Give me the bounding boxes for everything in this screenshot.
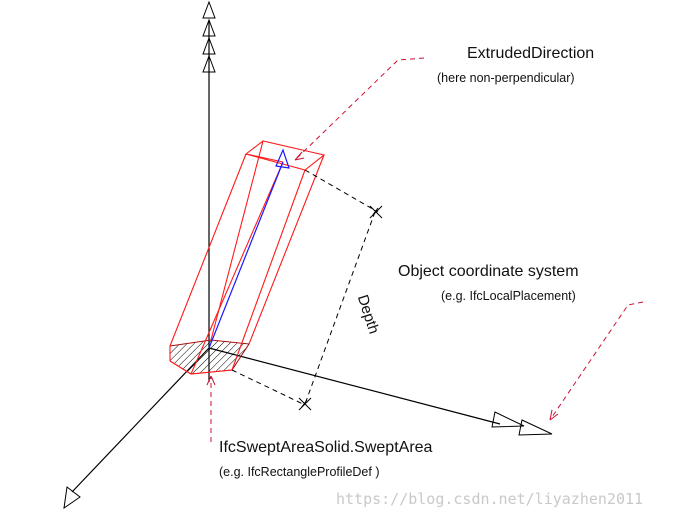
swept-area-note: (e.g. IfcRectangleProfileDef ) [219, 465, 380, 479]
leader-object-coordinate-system [549, 301, 644, 421]
watermark: https://blog.csdn.net/liyazhen2011 [336, 490, 644, 508]
swept-area-label: IfcSweptAreaSolid.SweptArea [219, 439, 433, 456]
axis-arrow-icon [202, 0, 216, 73]
y-axis [63, 347, 210, 510]
depth-dimension [231, 169, 383, 411]
object-coordinate-system-note: (e.g. IfcLocalPlacement) [441, 289, 576, 303]
extruded-direction-note: (here non-perpendicular) [437, 71, 575, 85]
x-axis [208, 347, 553, 436]
extrusion-direction-vector [208, 148, 290, 349]
axis-arrow-icon [491, 411, 553, 436]
direction-arrow-icon [275, 148, 290, 169]
leader-extruded-direction [294, 57, 425, 161]
z-axis [202, 0, 216, 382]
leader-swept-area [206, 375, 216, 442]
extruded-direction-label: ExtrudedDirection [467, 45, 595, 62]
axis-arrow-icon [63, 486, 81, 510]
extruded-solid [169, 140, 326, 375]
object-coordinate-system-label: Object coordinate system [398, 263, 579, 280]
